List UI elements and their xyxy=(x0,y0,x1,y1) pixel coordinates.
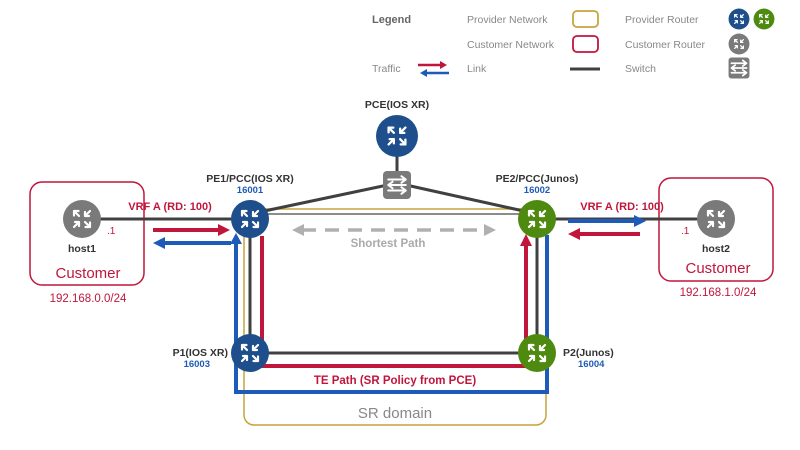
blue-traffic-path xyxy=(234,235,549,394)
legend-link-label: Link xyxy=(467,63,487,75)
link-switch-pe2 xyxy=(396,181,538,216)
p1-name: P1(IOS XR) xyxy=(173,347,228,359)
pe2-sid: 16002 xyxy=(524,185,550,196)
vrf-right-label: VRF A (RD: 100) xyxy=(580,201,664,213)
sr-domain-label: SR domain xyxy=(358,405,432,422)
legend-provider-network-swatch xyxy=(572,10,599,28)
customer-network-left-box xyxy=(29,181,145,286)
customer-right-label: Customer xyxy=(685,260,750,277)
legend-provider-network-label: Provider Network xyxy=(467,14,548,26)
host1-addr: .1 xyxy=(107,226,116,237)
legend-switch-icon xyxy=(728,57,750,79)
link-switch-pe1 xyxy=(249,181,398,216)
p1-router-icon xyxy=(231,334,269,372)
traffic-arrows-left xyxy=(153,224,231,249)
te-path-label: TE Path (SR Policy from PCE) xyxy=(314,375,476,387)
pe2-router-icon xyxy=(518,200,556,238)
blue-path-arrowhead-icon xyxy=(230,233,242,244)
shortest-path-label: Shortest Path xyxy=(351,238,426,250)
p2-name: P2(Junos) xyxy=(563,347,614,359)
host2-addr: .1 xyxy=(681,226,690,237)
p2-router-icon xyxy=(518,334,556,372)
legend-traffic-arrows-icon xyxy=(418,61,449,77)
legend-provider-router-blue-icon xyxy=(728,8,750,30)
legend-customer-router-icon xyxy=(728,33,750,55)
host2-name: host2 xyxy=(702,243,730,255)
customer-left-label: Customer xyxy=(55,265,120,282)
p2-sid: 16004 xyxy=(578,359,605,370)
pce-router-icon xyxy=(376,115,418,157)
legend-customer-network-swatch xyxy=(572,35,599,53)
p1-sid: 16003 xyxy=(184,359,210,370)
legend-provider-router-green-icon xyxy=(753,8,775,30)
legend-title: Legend xyxy=(372,14,411,26)
pe1-sid: 16001 xyxy=(237,185,264,196)
host1-router-icon xyxy=(63,200,101,238)
legend-switch-label: Switch xyxy=(625,63,656,75)
te-path-arrowhead-icon xyxy=(520,234,532,246)
pe1-router-icon xyxy=(231,200,269,238)
legend: Legend Provider Network Customer Network… xyxy=(372,8,775,79)
vrf-left-label: VRF A (RD: 100) xyxy=(128,201,212,213)
traffic-arrows-right xyxy=(568,215,646,240)
switch-icon xyxy=(383,171,411,199)
te-path xyxy=(260,236,528,368)
legend-customer-network-label: Customer Network xyxy=(467,39,555,51)
customer-network-right-box xyxy=(658,177,774,282)
shortest-path-arrow xyxy=(292,224,496,236)
pe2-name: PE2/PCC(Junos) xyxy=(496,173,579,185)
pce-name: PCE(IOS XR) xyxy=(365,99,429,111)
legend-traffic-label: Traffic xyxy=(372,63,401,75)
legend-customer-router-label: Customer Router xyxy=(625,39,705,51)
host2-router-icon xyxy=(697,200,735,238)
customer-left-subnet: 192.168.0.0/24 xyxy=(50,293,127,305)
legend-provider-router-label: Provider Router xyxy=(625,14,699,26)
host1-name: host1 xyxy=(68,243,96,255)
pe1-name: PE1/PCC(IOS XR) xyxy=(206,173,294,185)
customer-right-subnet: 192.168.1.0/24 xyxy=(680,287,757,299)
